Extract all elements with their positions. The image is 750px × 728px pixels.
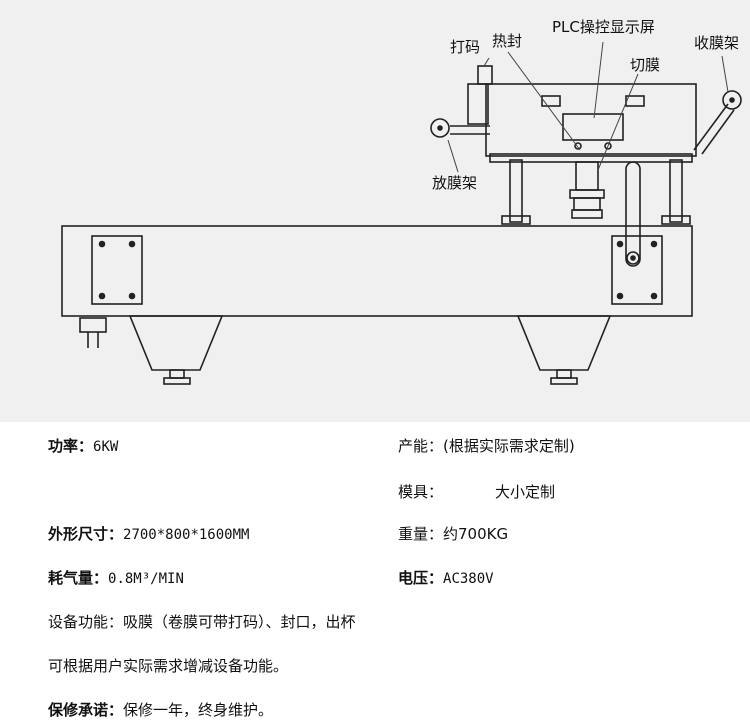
spec-air: 耗气量：0.8M³/MIN [48, 569, 184, 587]
machine-diagram: 打码 热封 PLC操控显示屏 收膜架 切膜 放膜架 [0, 0, 750, 422]
label-heat-seal: 热封 [492, 32, 522, 50]
plc-screen [562, 113, 624, 141]
spec-warranty: 保修承诺：保修一年，终身维护。 [48, 701, 274, 719]
right-access-panel [611, 235, 663, 305]
spec-weight: 重量：约700KG [398, 525, 509, 543]
sealing-head [485, 83, 697, 157]
power-plug [79, 317, 107, 333]
spec-dimensions: 外形尺寸：2700*800*1600MM [48, 525, 250, 543]
left-leg [128, 315, 224, 371]
coding-unit [477, 65, 493, 85]
label-plc-screen: PLC操控显示屏 [552, 18, 655, 36]
unwind-roller [430, 118, 450, 138]
machine-base [61, 225, 693, 317]
spec-capacity: 产能：(根据实际需求定制) [398, 437, 575, 455]
spec-mold: 模具：大小定制 [398, 483, 556, 501]
label-film-cut: 切膜 [630, 56, 660, 74]
spec-voltage: 电压：AC380V [398, 569, 494, 587]
rewind-roller [722, 90, 742, 110]
left-access-panel [91, 235, 143, 305]
spec-function: 设备功能：吸膜（卷膜可带打码）、封口，出杯 [48, 613, 356, 631]
spec-power: 功率：6KW [48, 437, 119, 455]
label-coding: 打码 [450, 38, 480, 56]
label-film-rewind: 收膜架 [694, 34, 739, 52]
drive-belt [625, 161, 641, 267]
label-film-unwind: 放膜架 [432, 174, 477, 192]
right-leg [516, 315, 612, 371]
spec-customize: 可根据用户实际需求增减设备功能。 [48, 657, 289, 675]
